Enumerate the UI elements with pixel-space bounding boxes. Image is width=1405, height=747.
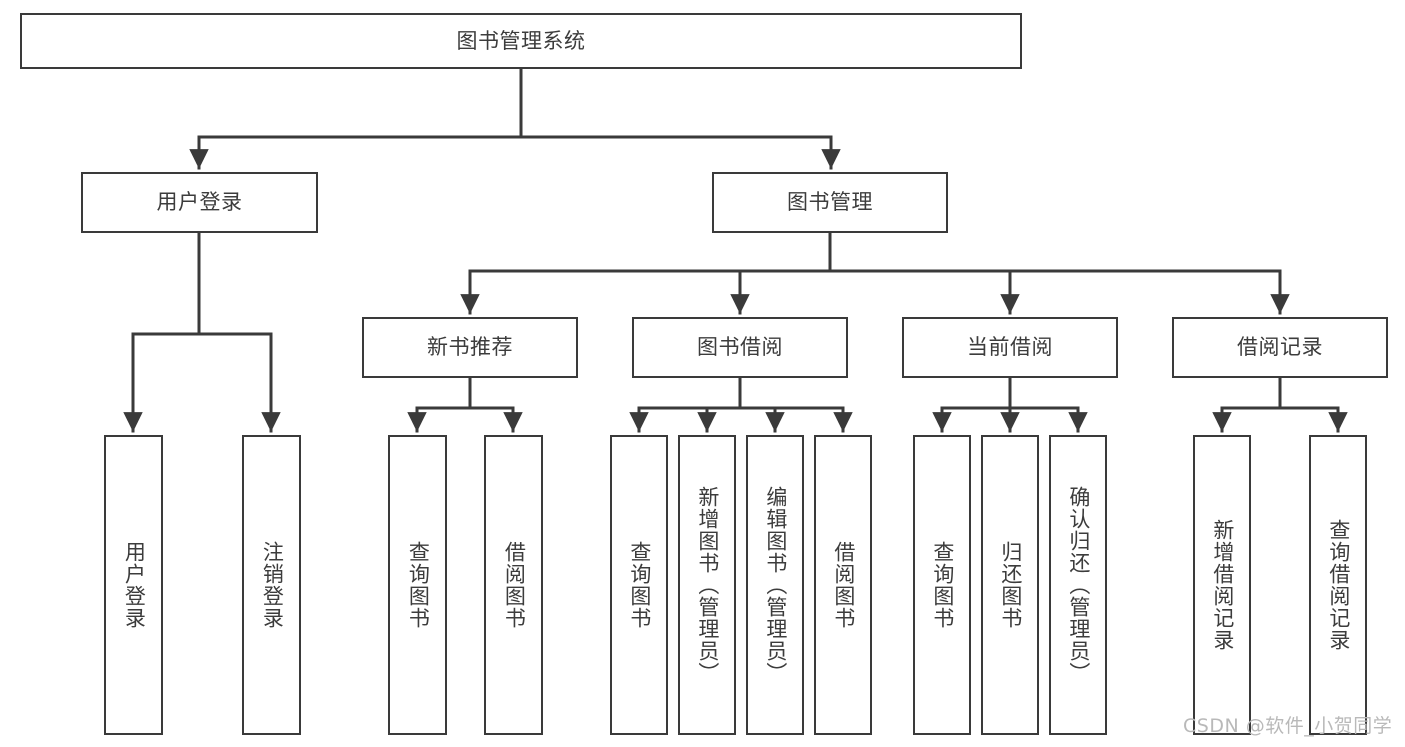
node-label: 图书管理系统 (456, 28, 586, 53)
node-leaf-query-book-2[interactable]: 查询图书 (610, 435, 668, 735)
node-leaf-logout-login[interactable]: 注销登录 (242, 435, 301, 735)
node-leaf-add-borrow-record[interactable]: 新增借阅记录 (1193, 435, 1251, 735)
node-label: 编辑图书（管理员） (763, 486, 788, 684)
node-leaf-query-book-1[interactable]: 查询图书 (388, 435, 447, 735)
node-label: 当前借阅 (967, 335, 1053, 359)
node-leaf-query-book-3[interactable]: 查询图书 (913, 435, 971, 735)
node-label: 借阅记录 (1237, 335, 1323, 359)
node-label: 查询图书 (930, 541, 955, 629)
node-label: 查询借阅记录 (1326, 519, 1351, 651)
node-label: 图书管理 (787, 190, 873, 214)
node-label: 图书借阅 (697, 335, 783, 359)
node-current-borrow[interactable]: 当前借阅 (902, 317, 1118, 378)
node-leaf-borrow-book-1[interactable]: 借阅图书 (484, 435, 543, 735)
node-book-management[interactable]: 图书管理 (712, 172, 948, 233)
node-leaf-return-book[interactable]: 归还图书 (981, 435, 1039, 735)
node-label: 新增借阅记录 (1210, 519, 1235, 651)
node-root-system[interactable]: 图书管理系统 (20, 13, 1022, 69)
node-label: 新书推荐 (427, 335, 513, 359)
node-borrow-record[interactable]: 借阅记录 (1172, 317, 1388, 378)
node-label: 借阅图书 (502, 541, 527, 629)
node-leaf-confirm-return[interactable]: 确认归还（管理员） (1049, 435, 1107, 735)
node-label: 归还图书 (998, 541, 1023, 629)
node-new-book-recommend[interactable]: 新书推荐 (362, 317, 578, 378)
node-label: 查询图书 (627, 541, 652, 629)
node-leaf-user-login[interactable]: 用户登录 (104, 435, 163, 735)
node-label: 注销登录 (260, 541, 285, 629)
node-label: 确认归还（管理员） (1066, 486, 1091, 684)
node-leaf-query-borrow-record[interactable]: 查询借阅记录 (1309, 435, 1367, 735)
node-leaf-edit-book[interactable]: 编辑图书（管理员） (746, 435, 804, 735)
node-leaf-add-book[interactable]: 新增图书（管理员） (678, 435, 736, 735)
node-user-login[interactable]: 用户登录 (81, 172, 318, 233)
node-leaf-borrow-book-2[interactable]: 借阅图书 (814, 435, 872, 735)
csdn-watermark: CSDN @软件_小贺同学 (1183, 715, 1393, 737)
node-label: 新增图书（管理员） (695, 486, 720, 684)
node-label: 借阅图书 (831, 541, 856, 629)
node-label: 用户登录 (156, 190, 243, 214)
node-book-borrow[interactable]: 图书借阅 (632, 317, 848, 378)
node-label: 用户登录 (122, 541, 147, 629)
node-label: 查询图书 (406, 541, 431, 629)
